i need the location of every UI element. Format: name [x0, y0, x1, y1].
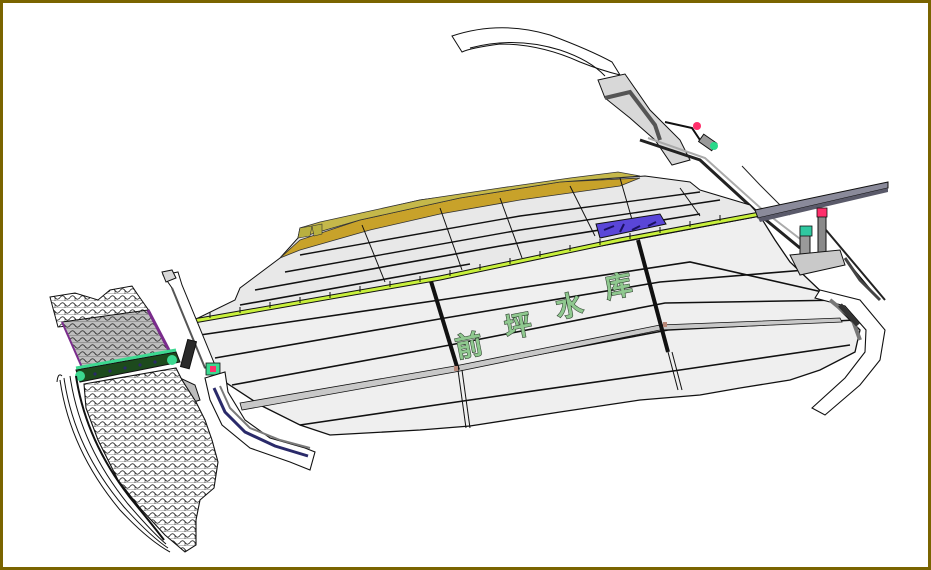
right-outlet-channel: [811, 289, 886, 416]
title-char-1: 前: [453, 328, 486, 365]
upper-intake-structure: [664, 121, 718, 152]
green-gate-icon[interactable]: [167, 355, 177, 365]
green-gate-icon[interactable]: [799, 225, 813, 237]
main-dam[interactable]: [189, 171, 861, 436]
title-char-2: 坪: [502, 309, 534, 345]
access-bridge: [754, 181, 889, 222]
title-char-4: 库: [602, 269, 634, 305]
intake-tower[interactable]: [161, 269, 221, 376]
green-gate-icon[interactable]: [75, 371, 85, 381]
green-marker-icon[interactable]: [710, 142, 718, 150]
title-char-3: 水: [553, 289, 586, 325]
reservoir-title: 前 坪 水 库: [452, 269, 635, 365]
spillway[interactable]: [49, 285, 219, 553]
red-marker-icon[interactable]: [693, 122, 701, 130]
control-building[interactable]: [595, 213, 667, 239]
dam-crest-road[interactable]: [187, 211, 761, 325]
red-marker-icon[interactable]: [816, 207, 828, 218]
red-marker-icon[interactable]: [210, 366, 216, 372]
right-intake-tower[interactable]: [789, 207, 886, 302]
